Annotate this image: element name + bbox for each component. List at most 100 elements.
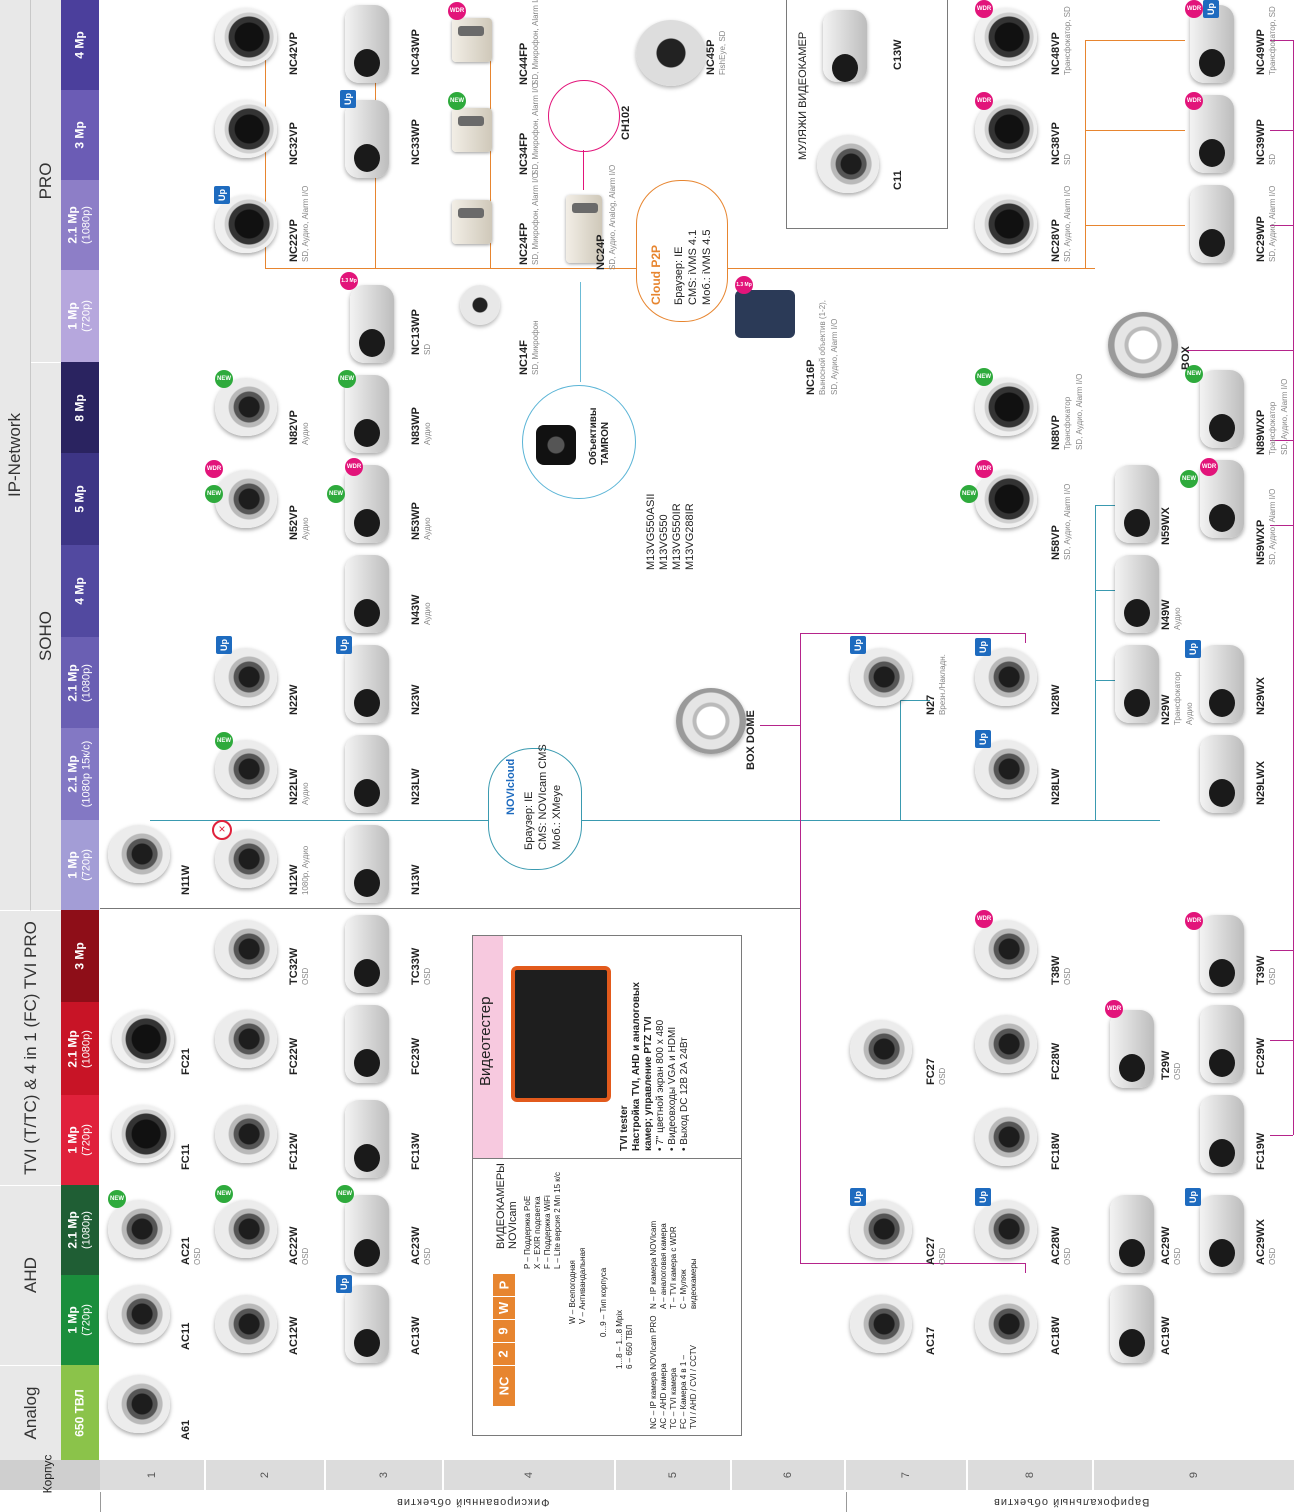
up-badge: Up xyxy=(336,1275,352,1293)
camera-image xyxy=(452,18,492,62)
category-analog: Analog xyxy=(0,1365,62,1461)
camera-image xyxy=(452,108,492,152)
up-badge: Up xyxy=(1203,0,1219,18)
camera-image xyxy=(1190,185,1234,263)
connector xyxy=(1085,225,1185,226)
category-pro: PRO xyxy=(30,0,62,363)
up-badge: Up xyxy=(850,636,866,654)
camera-image xyxy=(975,1200,1037,1258)
category-soho: SOHO xyxy=(30,362,62,911)
wdr-badge: WDR xyxy=(975,92,993,110)
camera-image xyxy=(850,1295,912,1353)
dummy-box: МУЛЯЖИ ВИДЕОКАМЕР C13W C11 xyxy=(786,0,948,229)
res-pro-4mp: 4 Mp xyxy=(61,0,99,90)
up-badge: Up xyxy=(214,186,230,204)
row-7: 7 xyxy=(846,1460,968,1490)
camera-image xyxy=(1200,1005,1244,1083)
res-soho-4mp: 4 Mp xyxy=(61,545,99,637)
legend-code-p: P xyxy=(493,1274,515,1296)
wdr-badge: WDR xyxy=(448,2,466,20)
camera-image xyxy=(676,688,746,754)
camera-image xyxy=(1190,5,1234,83)
res-soho-1mp: 1 Mp(720p) xyxy=(61,820,99,910)
wdr-badge: WDR xyxy=(975,910,993,928)
connector xyxy=(1270,1040,1293,1041)
product-fc11: FC11 xyxy=(180,1143,192,1170)
connector xyxy=(1095,505,1096,820)
new-badge: NEW xyxy=(108,1190,126,1208)
connector xyxy=(900,700,930,701)
legend-code-9: 9 xyxy=(493,1320,515,1342)
camera-image xyxy=(108,1375,170,1433)
product-n23lw: N23LW xyxy=(410,768,422,805)
up-badge: Up xyxy=(975,1188,991,1206)
vari-lens-label: Варифокальный объектив xyxy=(846,1492,1295,1512)
connector xyxy=(1085,40,1185,41)
new-badge: NEW xyxy=(205,485,223,503)
connector xyxy=(800,1263,1025,1264)
new-badge: NEW xyxy=(336,1185,354,1203)
product-n28w: N28W xyxy=(1050,684,1062,715)
product-nc42vp: NC42VP xyxy=(288,32,300,75)
product-ac18w: AC18W xyxy=(1050,1316,1062,1355)
camera-image xyxy=(345,1285,389,1363)
legend-t: 0...9 – Тип корпуса xyxy=(599,1267,608,1337)
product-ac17: AC17 xyxy=(925,1326,937,1355)
camera-image xyxy=(345,735,389,813)
new-badge: NEW xyxy=(338,370,356,388)
camera-image xyxy=(975,195,1037,253)
row-5: 5 xyxy=(616,1460,732,1490)
row-8: 8 xyxy=(968,1460,1094,1490)
camera-image xyxy=(215,1295,277,1353)
connector xyxy=(800,633,801,1263)
product-box-dome: BOX DOME xyxy=(745,710,757,770)
lens-image xyxy=(536,425,576,465)
connector xyxy=(1270,40,1293,41)
res-pro-3mp: 3 Mp xyxy=(61,90,99,180)
camera-image xyxy=(975,1108,1037,1166)
camera-image xyxy=(1115,645,1159,723)
camera-image xyxy=(215,100,277,158)
tester-title: Видеотестер xyxy=(477,996,494,1086)
product-n11w: N11W xyxy=(180,865,192,895)
megapixel-badge: 1.3 Mp xyxy=(735,276,753,294)
res-ahd-2mp: 2.1 Mp(1080p) xyxy=(61,1185,99,1275)
res-analog: 650 ТВЛ xyxy=(61,1365,99,1460)
row-9: 9 xyxy=(1094,1460,1296,1490)
corpus-header: Корпус xyxy=(0,1455,100,1493)
camera-image xyxy=(345,915,389,993)
product-n13w: N13W xyxy=(410,864,422,895)
tester-details: TVI tester Настройка TVI, AHD и аналогов… xyxy=(619,982,690,1151)
camera-image xyxy=(350,285,394,363)
camera-image xyxy=(460,285,500,325)
camera-image xyxy=(566,195,602,263)
product-fc29w: FC29W xyxy=(1255,1037,1267,1075)
row-4: 4 xyxy=(444,1460,616,1490)
connector xyxy=(1025,633,1026,643)
camera-image xyxy=(1200,915,1244,993)
up-badge: Up xyxy=(1185,1188,1201,1206)
category-tvi: TVI (T/TC) & 4 in 1 (FC) TVI PRO xyxy=(0,910,62,1186)
camera-image xyxy=(345,100,389,178)
camera-image xyxy=(975,1015,1037,1073)
tester-image xyxy=(511,966,611,1102)
